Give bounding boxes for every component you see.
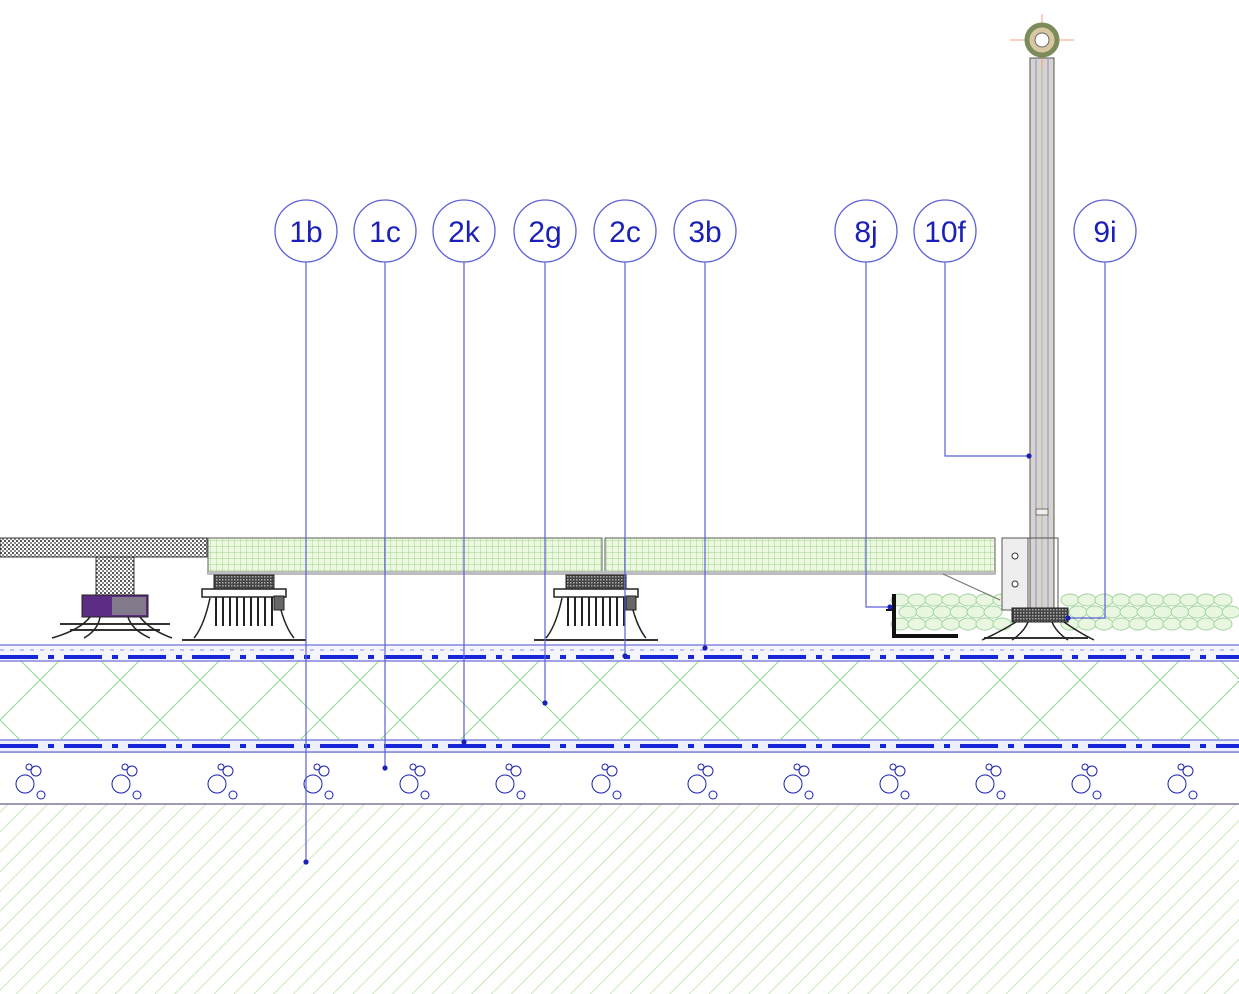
callout-label-1c: 1c	[369, 216, 401, 249]
callout-label-2g: 2g	[528, 216, 561, 249]
callout-bubble-2g	[513, 199, 577, 263]
callout-3b: 3b	[673, 199, 737, 651]
callout-8j: 8j	[834, 199, 898, 610]
callout-label-9i: 9i	[1093, 216, 1116, 249]
gravel-strip	[890, 593, 1239, 631]
callout-1b: 1b	[274, 199, 338, 865]
upper-membrane	[0, 644, 1239, 662]
lower-membrane	[0, 739, 1239, 753]
callout-label-3b: 3b	[688, 216, 721, 249]
leader-dot-9i	[1065, 615, 1071, 621]
leader-9i	[1068, 262, 1106, 619]
callout-9i: 9i	[1065, 199, 1137, 621]
drainage-layer	[15, 763, 1198, 800]
deck-board-2	[604, 537, 996, 575]
edge-bracket	[942, 573, 1001, 601]
ground-fill	[0, 804, 1239, 994]
callout-label-2c: 2c	[609, 216, 641, 249]
edge-profile	[892, 594, 958, 638]
leader-dot-2g	[542, 700, 548, 706]
callout-1c: 1c	[353, 199, 417, 771]
pedestal-middle	[534, 574, 658, 641]
leader-dot-8j	[887, 604, 893, 610]
concrete-support	[95, 556, 135, 596]
leader-dot-10f	[1026, 453, 1032, 459]
post-top-ring	[1010, 14, 1074, 66]
leader-dot-1b	[303, 859, 309, 865]
pedestal-left	[182, 574, 306, 641]
insulation-layer	[0, 661, 1239, 740]
callout-bubble-8j	[834, 199, 898, 263]
railing-post	[1029, 57, 1055, 615]
purple-pedestal	[51, 594, 173, 639]
callout-bubble-10f	[913, 199, 977, 263]
leader-10f	[944, 262, 1029, 457]
leader-dot-3b	[702, 645, 708, 651]
callout-10f: 10f	[913, 199, 1032, 459]
leader-dot-2c	[622, 653, 628, 659]
callout-bubble-1b	[274, 199, 338, 263]
callout-label-10f: 10f	[924, 216, 966, 249]
callout-label-8j: 8j	[854, 216, 877, 249]
callout-bubble-9i	[1073, 199, 1137, 263]
post-foot-pad	[981, 607, 1095, 641]
leader-dot-1c	[382, 765, 388, 771]
deck-board-1	[207, 537, 603, 575]
callout-bubble-2k	[432, 199, 496, 263]
leader-8j	[865, 262, 890, 608]
callout-2c: 2c	[593, 199, 657, 659]
callout-bubble-1c	[353, 199, 417, 263]
callout-label-1b: 1b	[289, 216, 322, 249]
callout-bubble-2c	[593, 199, 657, 263]
callout-2g: 2g	[513, 199, 577, 706]
callout-bubble-3b	[673, 199, 737, 263]
leader-dot-2k	[461, 739, 467, 745]
deck-board-underline	[208, 571, 995, 575]
callout-2k: 2k	[432, 199, 496, 745]
callout-label-2k: 2k	[448, 216, 481, 249]
concrete-slab	[0, 537, 208, 558]
